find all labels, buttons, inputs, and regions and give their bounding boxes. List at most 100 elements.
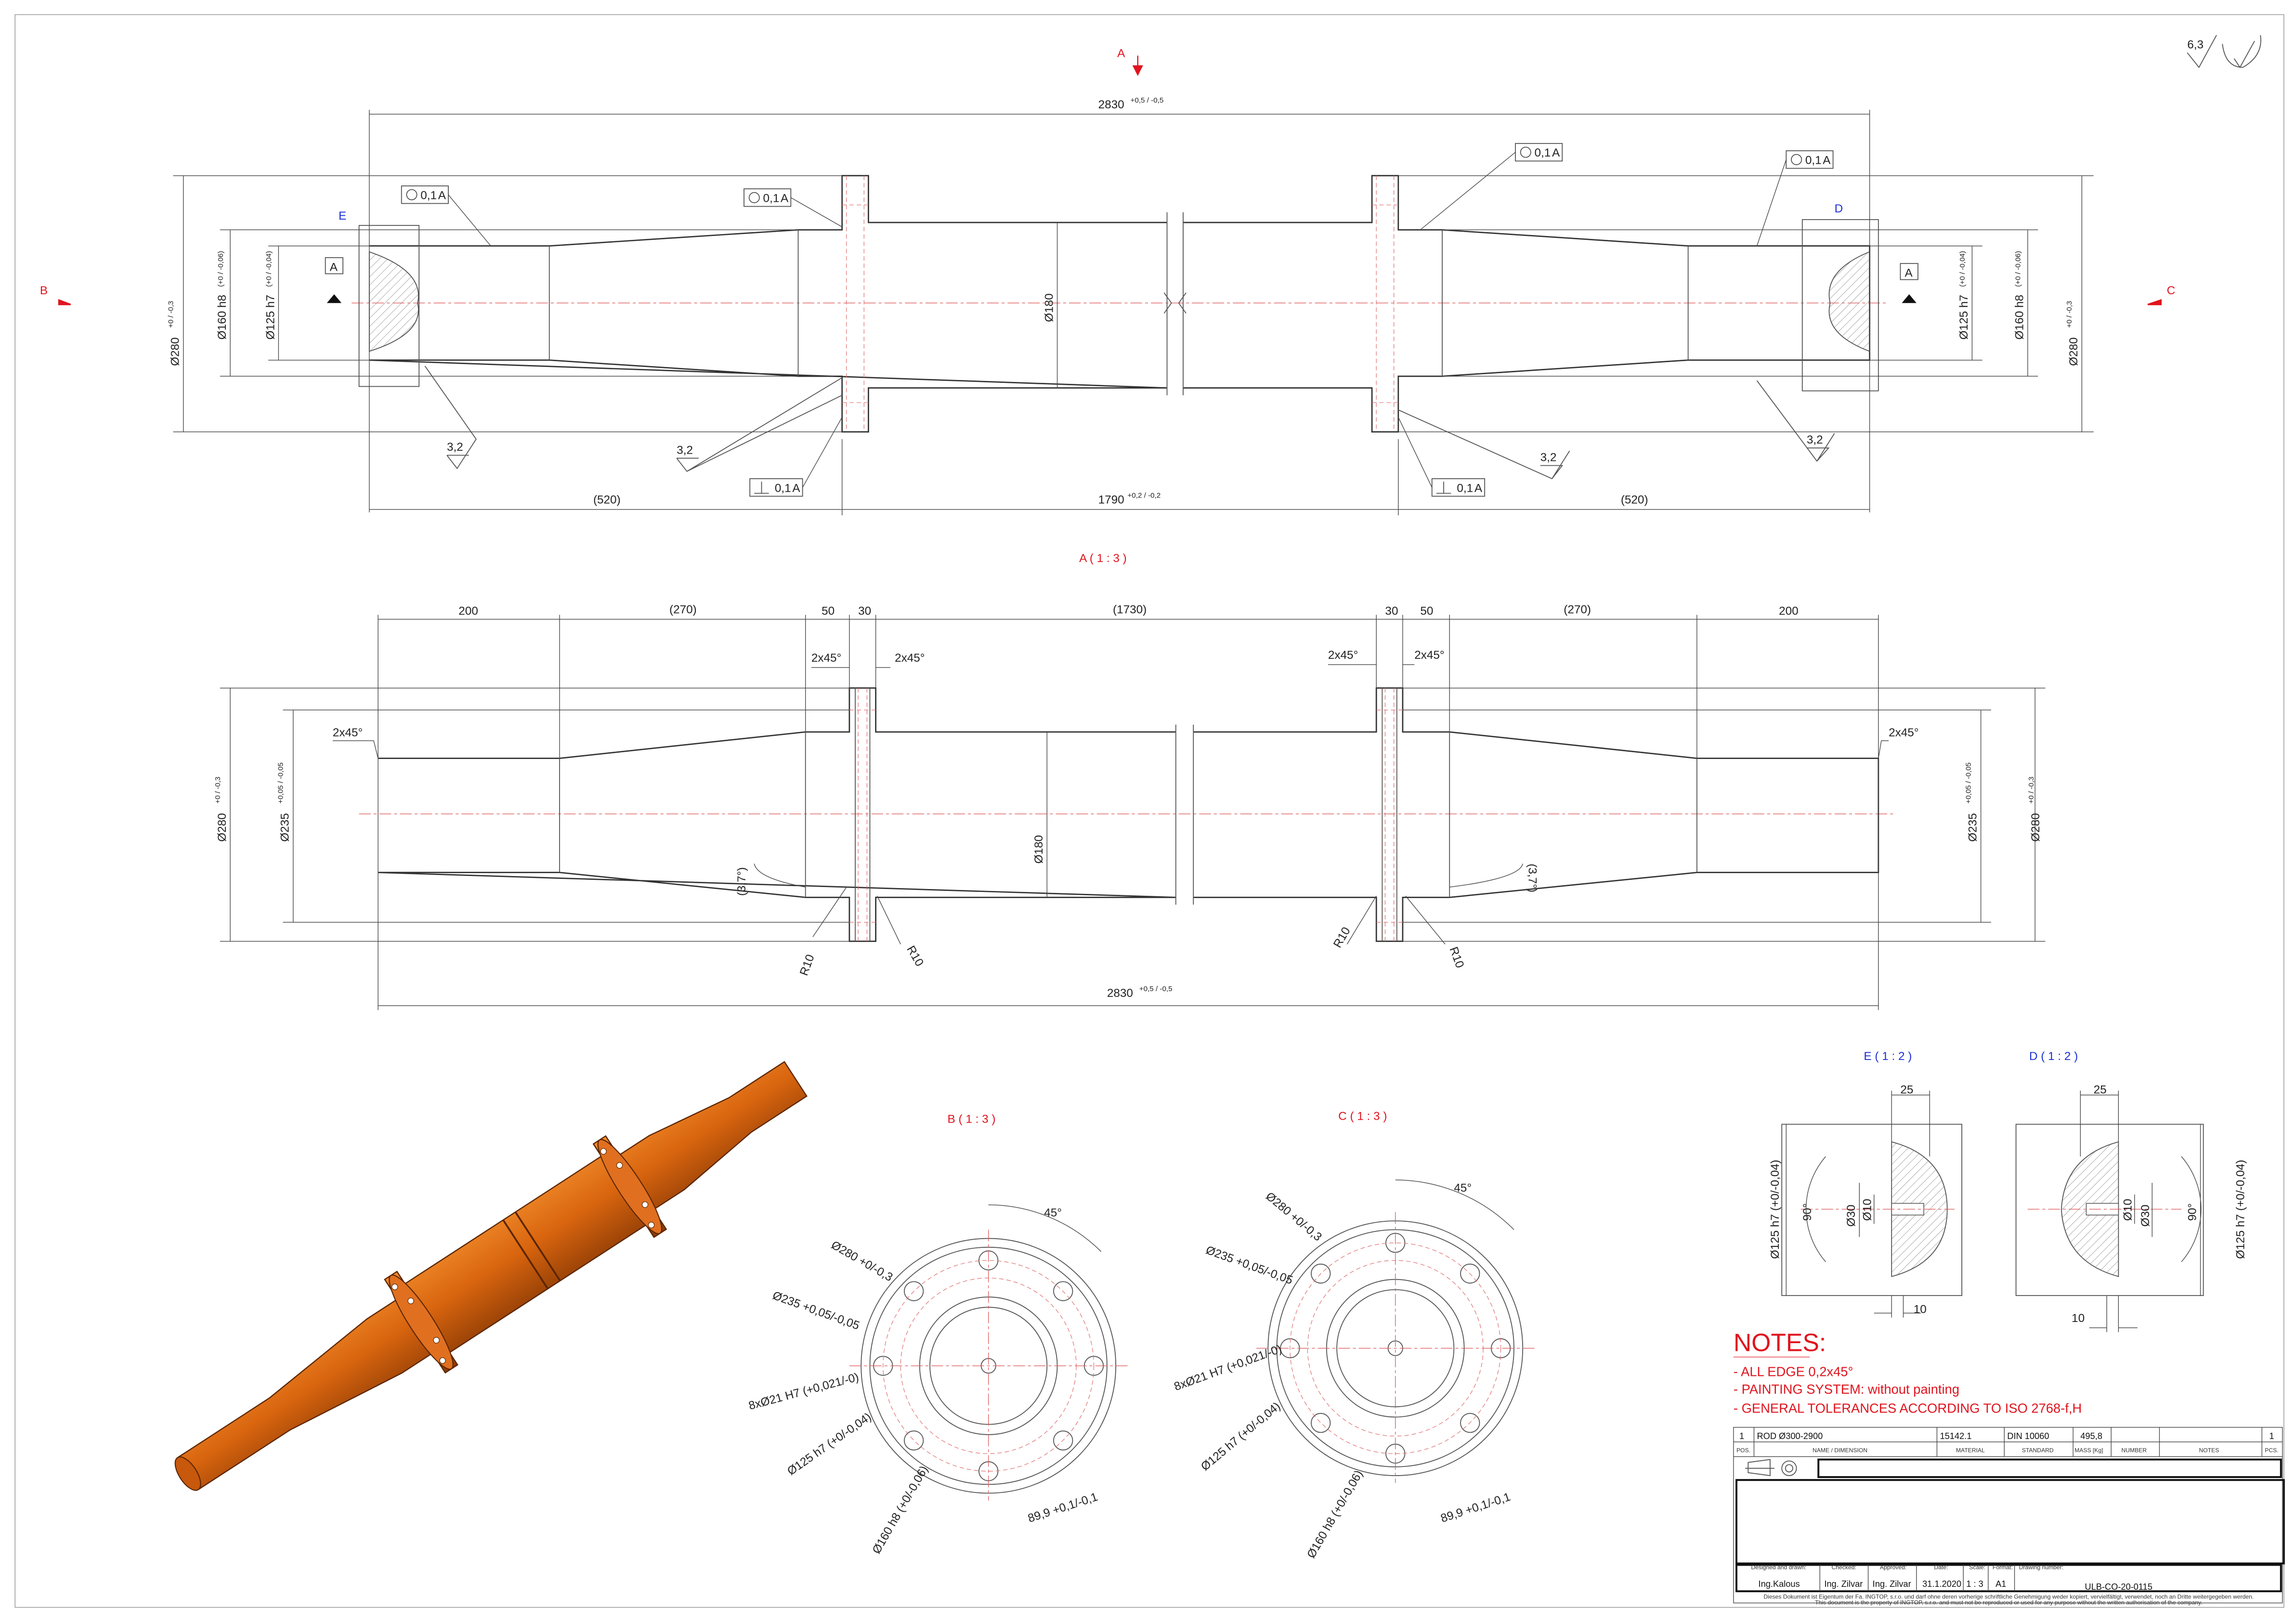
dimension-label: (520) [1621,494,1648,507]
dimension-label: 2x45° [1328,649,1358,662]
dimension-label: A [1905,267,1913,280]
section-c-title: C ( 1 : 3 ) [1338,1110,1387,1123]
roughness-3-2-d: 3,2 [1756,380,1835,462]
dimension-label: Checked: [1832,1564,1856,1571]
dimension-label: Ø125 h7 (+0/-0,04) [1199,1400,1283,1473]
note-item: - GENERAL TOLERANCES ACCORDING TO ISO 27… [1734,1400,2082,1415]
section-a-title: A ( 1 : 3 ) [1079,552,1127,565]
detail-marker-d: D [1835,202,1843,215]
dimension-label: Format: [1993,1564,2013,1571]
dimension-label: Ø280 [2029,813,2042,841]
dimension-label: 1 [2269,1431,2274,1441]
sheet-border [14,14,2284,1608]
dimension-label: 2830 [1107,987,1133,1000]
dimension-label: 6,3 [2187,38,2204,51]
dimension-label: Ø235 [1966,813,1979,841]
dimension-label: Designed and drawn: [1751,1564,1806,1571]
dimension-label: A [438,189,446,202]
dimension-label: 0,1 [1534,146,1551,159]
section-b-title: B ( 1 : 3 ) [948,1112,996,1125]
detail-d-view: D ( 1 : 2 ) 25 10 Ø30 Ø10 90° Ø125 h7 (+… [2015,1050,2247,1333]
general-roughness-symbol: 6,3 [2187,35,2261,68]
dimension-label: A [1552,146,1560,159]
dimension-label: (+0 / -0,04) [265,251,273,287]
dimension-label: 8xØ21 H7 (+0,021/-0) [1173,1342,1284,1393]
dimension-label: Ø10 [2122,1199,2135,1221]
dimension-label: Ø30 [2139,1204,2152,1227]
note-item: - PAINTING SYSTEM: without painting [1734,1382,1959,1397]
dimension-label: R10 [904,943,926,968]
dimension-label: Ø280 +0/-0,3 [1263,1190,1324,1243]
dimension-label: +0,5 / -0,5 [1131,96,1164,105]
dimension-label: NUMBER [2121,1447,2147,1453]
dimension-label: 0,1 [1805,154,1822,167]
dimension-label: Ø235 [279,813,292,841]
checker-name: Ing. Zilvar [1824,1579,1863,1589]
rod-3d-view [174,1061,808,1491]
dimension-label: Ø235 +0,05/-0,05 [771,1289,861,1332]
dimension-label: 200 [1779,605,1799,618]
dimension-label: 0,1 [420,189,437,202]
dimension-label: POS. [1736,1447,1750,1453]
dimension-label: 2x45° [811,652,841,665]
dimension-label: R10 [1331,925,1353,950]
dimension-label: 45° [1044,1206,1062,1219]
dimension-label: +0 / -0,3 [167,301,175,328]
dimension-label: 89,9 +0,1/-0,1 [1026,1491,1099,1525]
detail-e-title: E ( 1 : 2 ) [1864,1050,1912,1063]
dimension-label: 30 [1385,605,1398,618]
dimension-label: (1730) [1113,603,1147,616]
dimension-label: 45° [1454,1181,1472,1194]
dimension-label: 3,2 [447,441,463,454]
dimension-label: Ø180 [1032,835,1045,863]
dimension-label: Ø280 [216,813,229,841]
dimension-label: 495,8 [2080,1431,2102,1441]
dimension-label: DIN 10060 [2007,1431,2049,1441]
dimension-label: Approved: [1880,1564,1906,1571]
dimension-label: 90° [2186,1203,2199,1221]
notes: NOTES: - ALL EDGE 0,2x45° - PAINTING SYS… [1733,1329,2082,1415]
section-marker-b: B [40,284,48,297]
dimension-label: STANDARD [2022,1447,2054,1453]
detail-marker-e: E [339,209,346,222]
dimension-label: Scale: [1969,1564,1985,1571]
roughness-3-2-c: 3,2 [1398,409,1570,480]
dimension-label: Ø280 [169,337,182,366]
dimension-label: (+0 / -0,04) [1958,251,1967,287]
section-marker-a: A [1117,47,1125,60]
dimension-label: +0 / -0,3 [2065,301,2074,328]
dimension-label: A [1474,482,1483,495]
dimension-label: 2830 [1098,98,1124,111]
dimension-label: Ø160 h8 [2013,295,2026,340]
dimension-label: 2x45° [1889,726,1918,739]
drawing-scale: 1 : 3 [1966,1579,1983,1589]
datum-a-right: A [1900,263,1918,303]
disclaimer-en: This document is the property of INGTOP,… [1815,1599,2202,1606]
dimension-label: 10 [1914,1303,1927,1316]
dimension-label: Drawing number: [2019,1564,2063,1571]
dimension-label: Ø180 [1043,293,1056,322]
dimension-label: +0,2 / -0,2 [1127,492,1161,500]
dimension-label: 2x45° [1414,649,1444,662]
section-b-view: B ( 1 : 3 ) 45° Ø280 +0/-0,3 Ø235 +0,05/… [747,1112,1128,1556]
dimension-label: Ø30 [1845,1204,1858,1227]
dimension-label: 90° [1801,1203,1814,1221]
dimension-label: 0,1 [1457,482,1473,495]
section-marker-c: C [2167,284,2176,297]
dimension-label: +0,05 / -0,05 [277,762,285,804]
dimension-label: Ø280 [2067,337,2080,366]
dimension-label: NAME / DIMENSION [1813,1447,1867,1453]
dimension-label: 3,2 [1540,451,1557,464]
dimension-label: 0,1 [763,192,780,205]
dimension-label: 2x45° [333,726,363,739]
dimension-label: Ø125 h7 [1957,295,1970,340]
note-item: - ALL EDGE 0,2x45° [1734,1364,1853,1379]
dimension-label: (+0 / -0,06) [217,251,225,287]
dimension-label: MATERIAL [1956,1447,1985,1453]
